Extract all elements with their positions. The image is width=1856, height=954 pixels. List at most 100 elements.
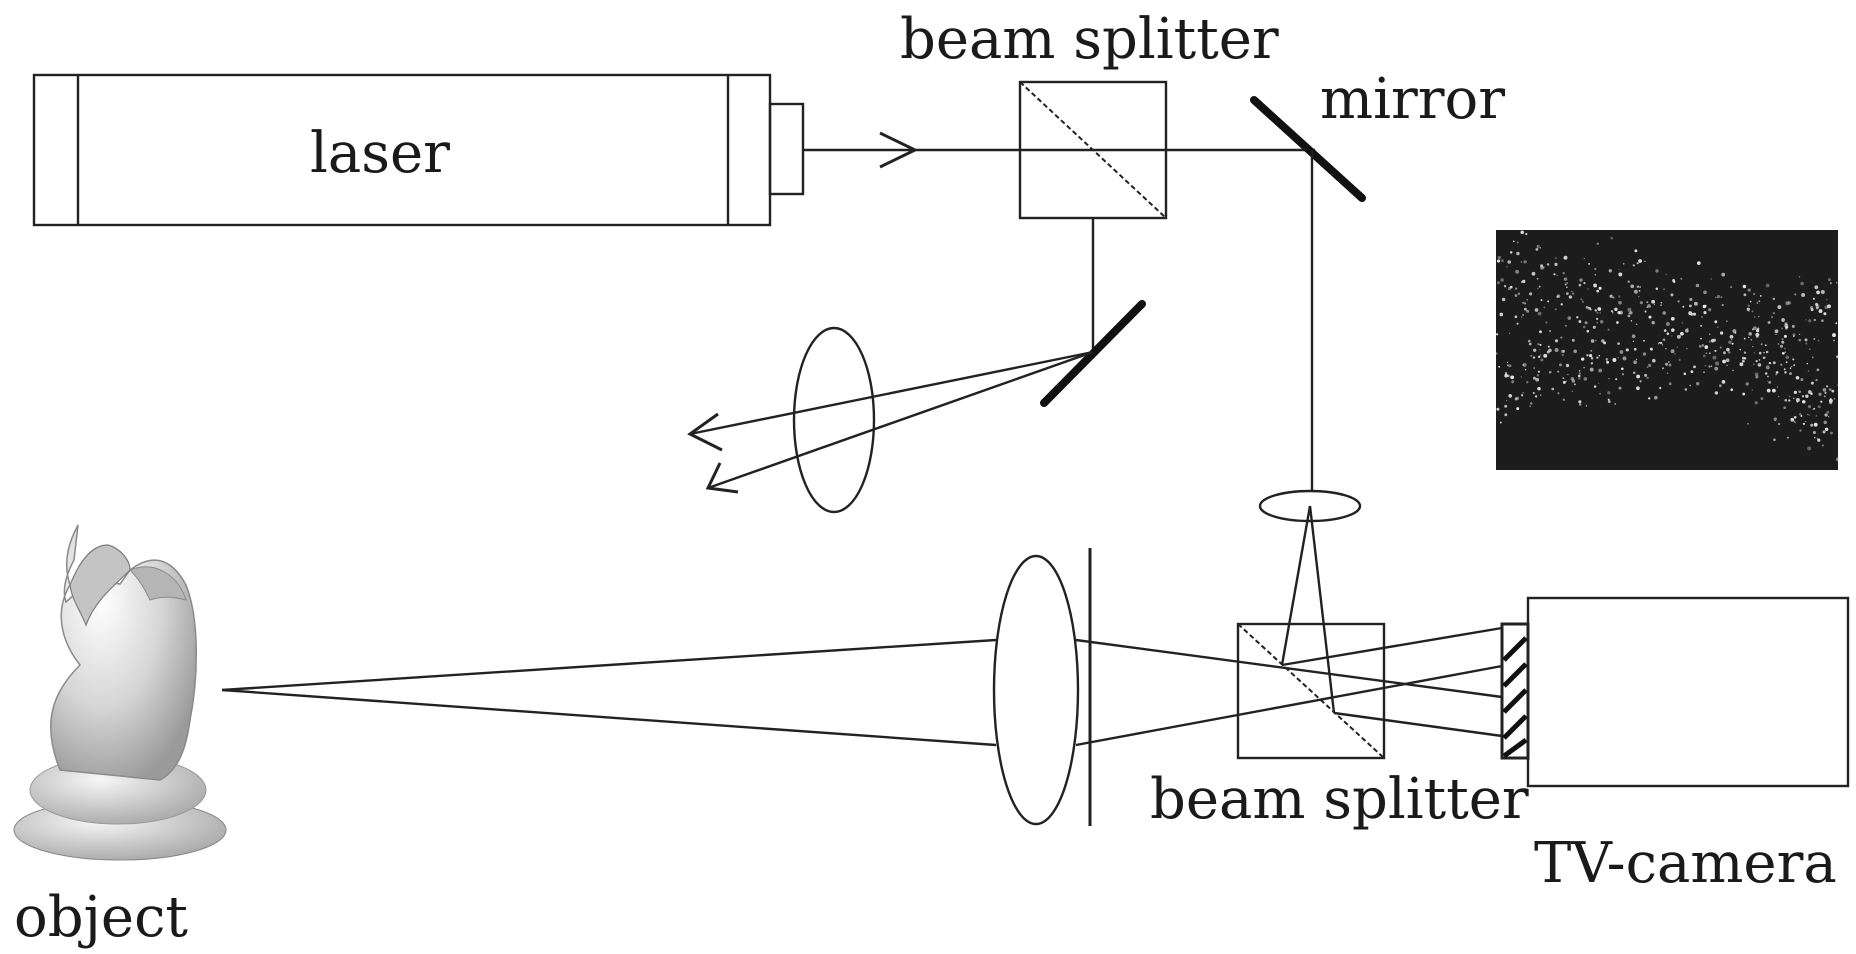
laser-label: laser <box>310 121 450 186</box>
speckle-dot <box>1670 316 1675 321</box>
mirror-top-surface <box>1250 96 1366 202</box>
speckle-frame <box>1496 230 1838 470</box>
speckle-dot <box>1723 351 1726 355</box>
speckle-dot <box>1598 286 1602 290</box>
laser-unit: laser <box>32 73 805 227</box>
speckle-dot <box>1554 348 1559 352</box>
speckle-dot <box>1689 297 1693 302</box>
speckle-dot <box>1517 292 1521 295</box>
speckle-dot <box>1646 301 1649 304</box>
speckle-dot <box>1627 307 1632 312</box>
speckle-dot <box>1784 347 1786 350</box>
speckle-dot <box>1508 364 1512 368</box>
speckle-dot <box>1688 311 1693 316</box>
speckle-dot <box>1618 300 1622 305</box>
speckle-dot <box>1661 344 1664 346</box>
beam-splitter-bottom-cube <box>1236 622 1386 760</box>
speckle-dot <box>1774 329 1779 334</box>
speckle-dot <box>1513 240 1515 243</box>
speckle-dot <box>1812 297 1815 300</box>
speckle-dot <box>1784 371 1787 374</box>
speckle-dot <box>1598 382 1600 384</box>
speckle-dot <box>1583 282 1586 285</box>
speckle-dot <box>1556 294 1561 298</box>
speckle-dot <box>1516 251 1520 256</box>
speckle-dot <box>1497 255 1501 260</box>
speckle-dot <box>1777 343 1780 345</box>
speckle-dot <box>1830 431 1833 435</box>
speckle-dot <box>1770 315 1774 319</box>
speckle-dot <box>1498 365 1501 368</box>
speckle-dot <box>1596 311 1599 314</box>
speckle-dot <box>1539 354 1542 356</box>
speckle-dot <box>1793 420 1796 423</box>
speckle-dot <box>1522 362 1527 367</box>
speckle-dot <box>1526 380 1529 384</box>
beam-object-upper <box>221 638 997 692</box>
speckle-dot <box>1618 272 1623 277</box>
speckle-dot <box>1648 397 1651 400</box>
speckle-dot <box>1726 320 1728 323</box>
speckle-dot <box>1597 307 1602 311</box>
speckle-dot <box>1608 269 1612 273</box>
speckle-dot <box>1548 348 1552 353</box>
speckle-dot <box>1785 355 1790 360</box>
speckle-dot <box>1704 345 1709 349</box>
speckle-dot <box>1598 368 1603 373</box>
speckle-dot <box>1759 295 1762 297</box>
speckle-dot <box>1659 341 1663 345</box>
speckle-dot <box>1620 367 1624 371</box>
speckle-dot <box>1765 283 1770 288</box>
speckle-dot <box>1559 363 1562 367</box>
speckle-dot <box>1527 339 1531 343</box>
speckle-dot <box>1732 369 1734 372</box>
speckle-dot <box>1703 290 1707 295</box>
beam-ref-to-camera-upper <box>1281 626 1503 667</box>
speckle-dot <box>1755 359 1758 363</box>
speckle-dot <box>1618 386 1622 390</box>
speckle-dot <box>1652 358 1656 363</box>
speckle-dot <box>1635 358 1638 361</box>
speckle-dot <box>1525 232 1528 236</box>
speckle-dot <box>1776 386 1779 388</box>
speckle-dot <box>1827 278 1831 282</box>
speckle-dot <box>1824 391 1827 394</box>
beam-ref-lower <box>707 350 1094 490</box>
speckle-dot <box>1823 420 1827 425</box>
speckle-dot <box>1539 343 1542 346</box>
speckle-dot <box>1571 290 1573 293</box>
speckle-dot <box>1583 257 1585 260</box>
speckle-dot <box>1530 402 1533 405</box>
speckle-dot <box>1618 295 1621 298</box>
speckle-dot <box>1504 373 1508 378</box>
speckle-dot <box>1792 333 1796 337</box>
speckle-dot <box>1556 274 1558 277</box>
speckle-dot <box>1832 333 1836 338</box>
speckle-dot <box>1684 388 1688 391</box>
speckle-dot <box>1539 247 1542 249</box>
speckle-dot <box>1662 338 1666 342</box>
speckle-dot <box>1666 332 1670 336</box>
mirror-small-surface <box>1040 300 1146 407</box>
speckle-dot <box>1795 376 1800 380</box>
speckle-dot <box>1777 305 1782 310</box>
speckle-dot <box>1698 345 1702 348</box>
tv-camera-sensor <box>1500 622 1530 760</box>
speckle-dot <box>1533 348 1537 352</box>
speckle-dot <box>1671 335 1673 337</box>
speckle-dot <box>1505 372 1507 375</box>
speckle-dot <box>1816 290 1820 295</box>
speckle-dot <box>1520 260 1523 263</box>
speckle-dot <box>1743 351 1747 354</box>
speckle-dot <box>1536 373 1540 377</box>
speckle-dot <box>1785 325 1789 329</box>
speckle-dot <box>1693 365 1696 369</box>
speckle-dot <box>1506 364 1509 367</box>
speckle-dot <box>1772 311 1775 315</box>
speckle-dot <box>1622 356 1627 361</box>
speckle-dot <box>1747 304 1750 308</box>
speckle-dot <box>1571 292 1575 295</box>
speckle-dot <box>1795 398 1800 402</box>
speckle-dot <box>1644 310 1647 313</box>
speckle-dot <box>1526 309 1530 313</box>
